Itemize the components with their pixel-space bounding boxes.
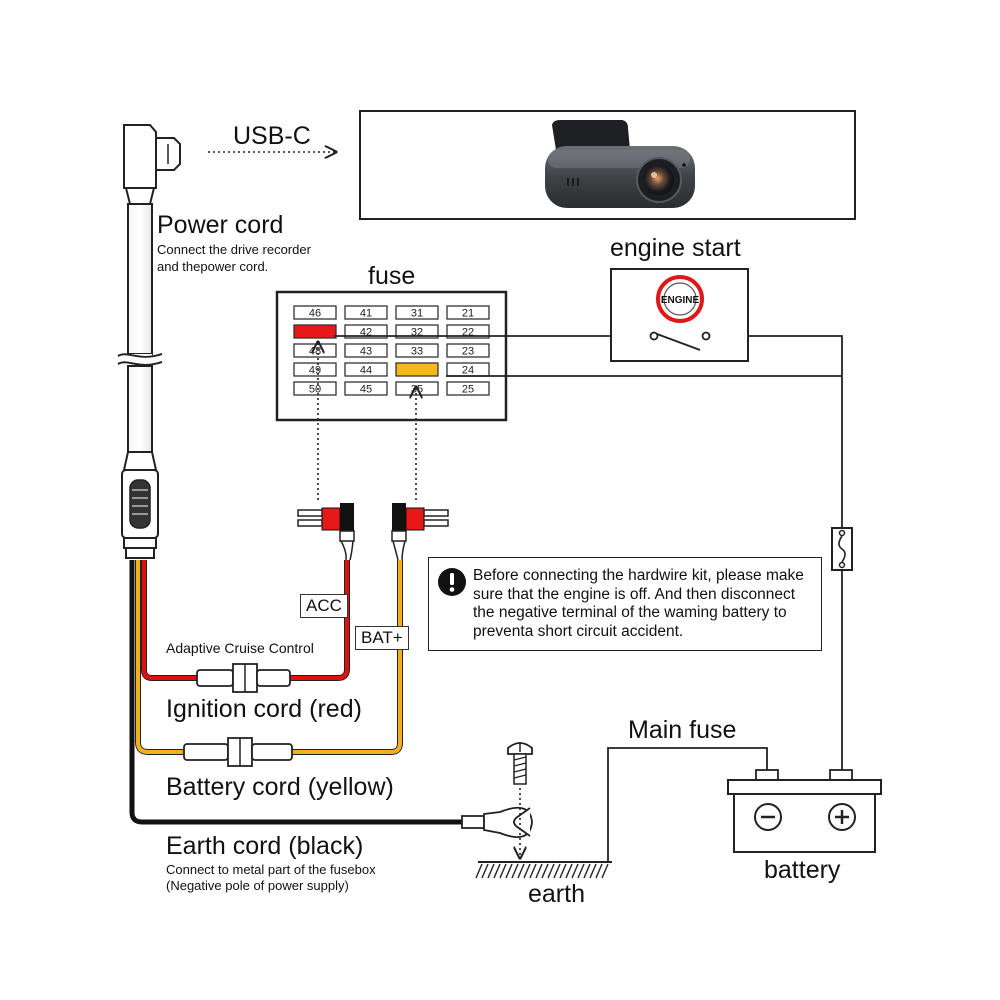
earth-cord-desc-1: Connect to metal part of the fusebox bbox=[166, 862, 376, 877]
usb-c-label: USB-C bbox=[233, 122, 311, 150]
engine-button-icon: ENGINE bbox=[656, 275, 704, 323]
power-cord-cable bbox=[117, 203, 163, 453]
ground-hatch-line bbox=[493, 863, 501, 879]
battery-label: battery bbox=[764, 856, 841, 884]
fuse-slot bbox=[293, 381, 337, 396]
ground-hatch-line bbox=[553, 863, 561, 879]
ground-hatch-line bbox=[475, 863, 483, 879]
fuse-tap-bat bbox=[391, 503, 449, 561]
warning-box: Before connecting the hardwire kit, plea… bbox=[428, 557, 822, 651]
adaptive-cruise-label: Adaptive Cruise Control bbox=[166, 640, 314, 656]
fuse-slot-number: 35 bbox=[411, 384, 423, 396]
ground-hatch-line bbox=[589, 863, 597, 879]
ring-terminal bbox=[461, 806, 533, 838]
acc-tag: ACC bbox=[300, 594, 348, 618]
ground-hatch-line bbox=[565, 863, 573, 879]
fuse-slot-number: 45 bbox=[360, 384, 372, 396]
fuse-slot-number: 41 bbox=[360, 308, 372, 320]
ground-hatch-line bbox=[505, 863, 513, 879]
ignition-cord-label: Ignition cord (red) bbox=[166, 695, 362, 723]
fuse-tap-acc bbox=[297, 503, 355, 561]
usb-c-plug bbox=[123, 124, 181, 205]
fuse-slot bbox=[344, 381, 388, 396]
fuse-slot bbox=[344, 362, 388, 377]
fuse-slot-number: 23 bbox=[462, 346, 474, 358]
ground-hatch-line bbox=[499, 863, 507, 879]
fuse-title: fuse bbox=[368, 262, 416, 290]
fuse-slot-number: 46 bbox=[309, 308, 321, 320]
fuse-slot bbox=[446, 305, 490, 320]
ground-hatch-line bbox=[583, 863, 591, 879]
fuse-slot bbox=[344, 305, 388, 320]
ground-hatch-line bbox=[541, 863, 549, 879]
fuse-slot bbox=[395, 362, 439, 377]
power-cord-desc-2: and thepower cord. bbox=[157, 259, 269, 274]
fuse-slot bbox=[446, 381, 490, 396]
fuse-slot-number: 33 bbox=[411, 346, 423, 358]
inline-connector bbox=[121, 451, 159, 559]
fuse-slot-number: 24 bbox=[462, 365, 474, 377]
power-cord-desc-1: Connect the drive recorder bbox=[157, 242, 311, 257]
earth-ground-symbol bbox=[475, 861, 612, 879]
power-cord-title: Power cord bbox=[157, 211, 284, 239]
earth-label: earth bbox=[528, 880, 585, 908]
fuse-slot-number: 21 bbox=[462, 308, 474, 320]
fuse-slot-number: 44 bbox=[360, 365, 372, 377]
ground-hatch-line bbox=[517, 863, 525, 879]
fuse-slot bbox=[446, 324, 490, 339]
ground-hatch-line bbox=[529, 863, 537, 879]
fuse-slot bbox=[446, 343, 490, 358]
car-battery bbox=[727, 769, 882, 853]
fuse-slot bbox=[395, 324, 439, 339]
engine-start-label: engine start bbox=[610, 234, 741, 262]
fuse-slot-number: 31 bbox=[411, 308, 423, 320]
ground-hatch-line bbox=[535, 863, 543, 879]
ground-hatch-line bbox=[523, 863, 531, 879]
main-fuse-wire bbox=[607, 747, 768, 862]
inline-fuse-ignition bbox=[196, 663, 291, 693]
inline-fuse-battery bbox=[183, 737, 293, 767]
battery-cord-label: Battery cord (yellow) bbox=[166, 773, 394, 801]
ground-hatch-line bbox=[487, 863, 495, 879]
screw bbox=[507, 742, 533, 785]
ground-hatch-line bbox=[547, 863, 555, 879]
fuse-slot bbox=[293, 305, 337, 320]
red-wire bbox=[141, 560, 197, 681]
black-wire bbox=[129, 560, 462, 825]
fuse-symbol bbox=[831, 527, 853, 571]
fuse-slot-number: 49 bbox=[309, 365, 321, 377]
fuse-slot bbox=[293, 324, 337, 339]
fuse-slot-number: 43 bbox=[360, 346, 372, 358]
main-fuse-label: Main fuse bbox=[628, 716, 737, 744]
ground-hatch-line bbox=[595, 863, 603, 879]
ground-hatch-line bbox=[577, 863, 585, 879]
earth-cord-label: Earth cord (black) bbox=[166, 832, 364, 860]
fuse-slot-number: 25 bbox=[462, 384, 474, 396]
fuse-slot bbox=[293, 362, 337, 377]
ground-hatch-line bbox=[511, 863, 519, 879]
ground-hatch-line bbox=[601, 863, 609, 879]
fuse-slot bbox=[344, 324, 388, 339]
bat-plus-tag: BAT+ bbox=[355, 626, 409, 650]
ground-hatch-line bbox=[559, 863, 567, 879]
dash-camera-image bbox=[545, 120, 695, 208]
exclamation-icon bbox=[438, 568, 466, 596]
fuse-slot-number: 48 bbox=[309, 346, 321, 358]
warning-text: Before connecting the hardwire kit, plea… bbox=[473, 567, 804, 640]
earth-cord-desc-2: (Negative pole of power supply) bbox=[166, 878, 349, 893]
fuse-slot bbox=[395, 343, 439, 358]
ground-hatch-line bbox=[481, 863, 489, 879]
fuse-slot-number: 50 bbox=[309, 384, 321, 396]
ground-hatch-line bbox=[571, 863, 579, 879]
fuse-slot bbox=[344, 343, 388, 358]
engine-badge-text: ENGINE bbox=[661, 295, 700, 306]
fuse-slot bbox=[395, 305, 439, 320]
